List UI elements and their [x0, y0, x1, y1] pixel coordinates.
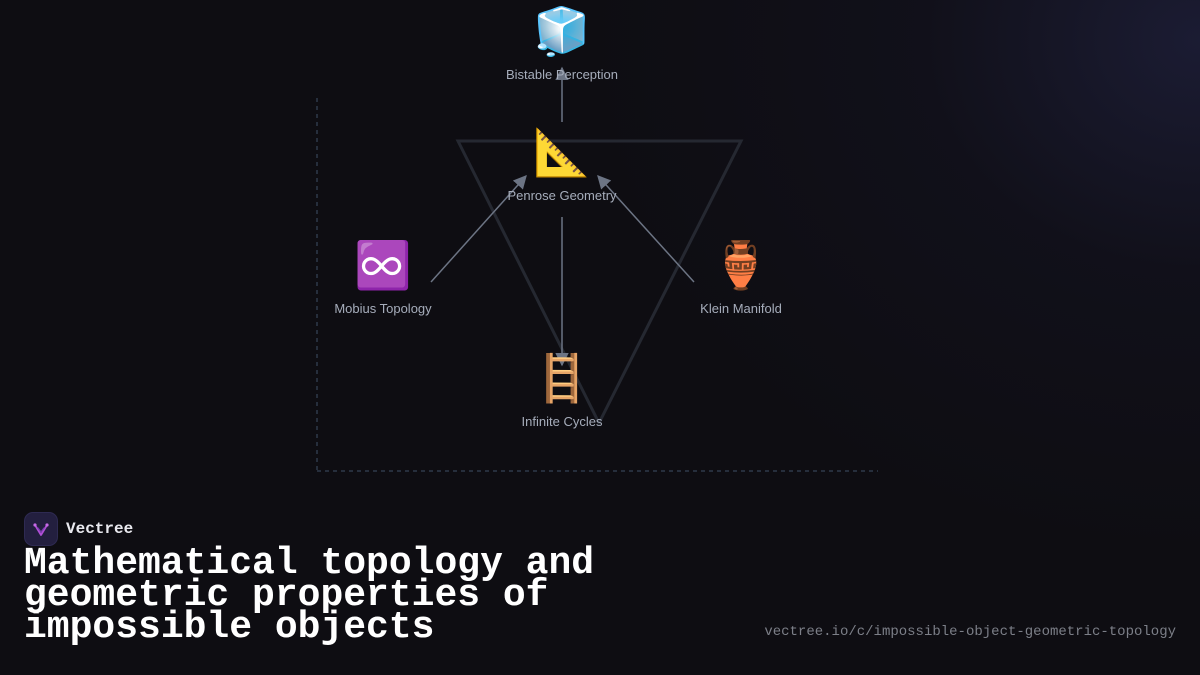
infinity-icon: ♾️	[354, 238, 412, 292]
node-label: Bistable Perception	[505, 67, 618, 82]
node-label: Klein Manifold	[700, 301, 782, 316]
ladder-icon: 🪜	[533, 351, 591, 405]
brand-name: Vectree	[66, 520, 134, 538]
node-penrose-geometry[interactable]: 📐 Penrose Geometry	[472, 124, 652, 203]
ice-cube-icon: 🧊	[533, 4, 591, 58]
background-triangle	[455, 139, 744, 427]
edge-klein-to-penrose	[597, 174, 695, 283]
node-label: Infinite Cycles	[521, 414, 603, 429]
node-klein-manifold[interactable]: 🏺 Klein Manifold	[651, 237, 831, 316]
triangular-ruler-icon: 📐	[533, 125, 591, 179]
vectree-logo-icon	[24, 512, 58, 546]
node-label: Penrose Geometry	[507, 188, 617, 203]
node-label: Mobius Topology	[334, 301, 432, 316]
node-mobius-topology[interactable]: ♾️ Mobius Topology	[293, 237, 473, 316]
edge-mobius-to-penrose	[430, 174, 527, 283]
page-title: Mathematical topology and geometric prop…	[24, 542, 595, 649]
node-bistable-perception[interactable]: 🧊 Bistable Perception	[472, 3, 652, 82]
brand[interactable]: Vectree	[24, 512, 133, 546]
source-url[interactable]: vectree.io/c/impossible-object-geometric…	[764, 624, 1176, 640]
node-infinite-cycles[interactable]: 🪜 Infinite Cycles	[472, 350, 652, 429]
amphora-icon: 🏺	[712, 238, 770, 292]
